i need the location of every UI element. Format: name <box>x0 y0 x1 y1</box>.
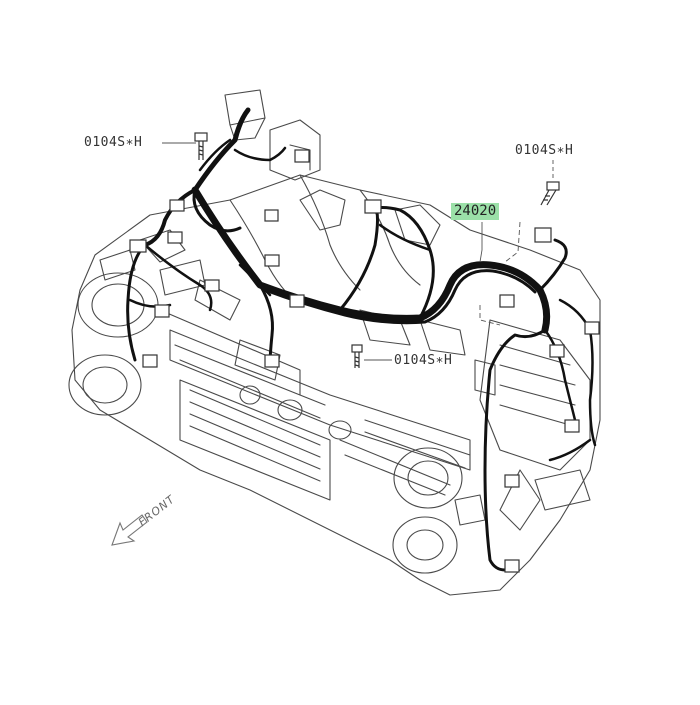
connectors <box>129 149 600 573</box>
bolt-callout-center: 0104S∗H <box>394 353 453 368</box>
connector-icon <box>264 209 279 222</box>
connector-icon <box>142 354 158 368</box>
pulley-right-lower <box>392 516 458 574</box>
pulley-right-upper <box>393 447 463 509</box>
connector-icon <box>154 304 170 318</box>
bolt-icon <box>540 181 560 206</box>
connector-icon <box>204 279 220 292</box>
connector-icon <box>167 231 183 244</box>
connector-icon <box>504 559 520 573</box>
connector-icon <box>289 294 305 308</box>
connector-icon <box>264 254 280 267</box>
connector-icon <box>564 419 580 433</box>
connector-icon <box>364 199 382 214</box>
bolt-icon <box>194 132 208 160</box>
relay-box <box>224 89 266 126</box>
leader-lines <box>162 142 554 361</box>
connector-icon <box>584 321 600 335</box>
connector-icon <box>504 474 520 488</box>
bolt-callout-top-right: 0104S∗H <box>515 143 574 158</box>
bolt-icon <box>351 344 363 368</box>
harness-part-number[interactable]: 24020 <box>451 203 500 220</box>
connector-icon <box>294 149 310 163</box>
connector-icon <box>129 239 147 253</box>
connector-icon <box>534 227 552 243</box>
wiring-harness <box>126 107 597 572</box>
pulley-lower <box>68 354 142 416</box>
connector-icon <box>549 344 565 358</box>
bolts <box>194 132 560 368</box>
bolt-callout-top-left: 0104S∗H <box>84 135 143 150</box>
connector-icon <box>499 294 515 308</box>
outline-arrow-icon <box>111 514 148 546</box>
connector-icon <box>169 199 185 212</box>
connector-icon <box>264 354 280 368</box>
